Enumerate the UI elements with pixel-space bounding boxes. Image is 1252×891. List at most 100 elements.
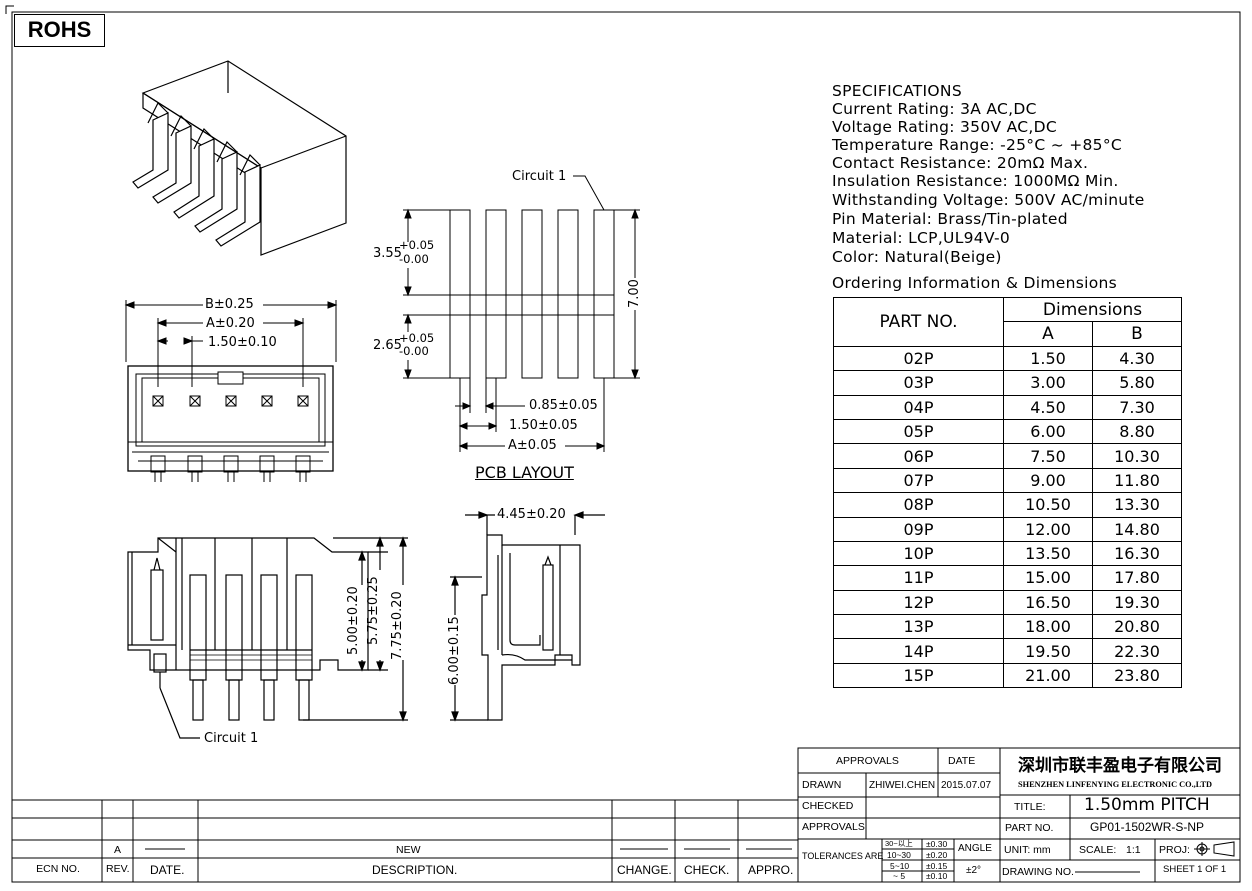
- approvals-header: APPROVALS: [836, 755, 899, 767]
- tol-range: ~ 5: [893, 871, 906, 881]
- drawn-label: DRAWN: [802, 779, 842, 791]
- drawing-no-label: DRAWING NO.: [1002, 866, 1074, 878]
- dim-700-label: 7.00: [627, 279, 642, 308]
- cell-a: 18.00: [1003, 614, 1093, 640]
- cell-b: 13.30: [1092, 492, 1182, 518]
- company-name-cn: 深圳市联丰盈电子有限公司: [1018, 756, 1222, 776]
- dim-265-tol-dn: -0.00: [399, 344, 429, 358]
- cell-b: 23.80: [1092, 662, 1182, 689]
- dim-355-tol-dn: -0.00: [399, 252, 429, 266]
- circuit1-bottom-label: Circuit 1: [204, 731, 259, 746]
- tol-value: ±0.10: [926, 871, 948, 881]
- cell-part: 08P: [833, 492, 1004, 518]
- spec-line: Voltage Rating: 350V AC,DC: [832, 118, 1057, 136]
- tol-range: 10~30: [887, 850, 911, 860]
- checked-label: CHECKED: [802, 800, 854, 812]
- part-no-header: PART NO.: [833, 297, 1004, 347]
- tol-value: ±0.30: [926, 839, 948, 849]
- cell-b: 14.80: [1092, 516, 1182, 542]
- rev-value: A: [114, 844, 122, 856]
- side-view: [450, 511, 605, 722]
- spec-line: Material: LCP,UL94V-0: [832, 229, 1011, 247]
- pcb-layout-title: PCB LAYOUT: [475, 463, 574, 482]
- title-value: 1.50mm PITCH: [1084, 795, 1210, 815]
- spec-line: Withstanding Voltage: 500V AC/minute: [832, 191, 1145, 209]
- cell-b: 11.80: [1092, 467, 1182, 494]
- part-no-value: GP01-1502WR-S-NP: [1090, 820, 1205, 834]
- tol-range: 30~以上: [885, 839, 913, 848]
- cell-part: 09P: [833, 516, 1004, 542]
- new-label: NEW: [396, 844, 421, 856]
- cell-a: 19.50: [1003, 638, 1093, 664]
- date-header: DATE: [948, 755, 976, 767]
- cell-part: 04P: [833, 394, 1004, 420]
- cell-part: 05P: [833, 418, 1004, 445]
- spec-line: Current Rating: 3A AC,DC: [832, 100, 1037, 118]
- dim-775-label: 7.75±0.20: [390, 591, 405, 660]
- cell-part: 03P: [833, 370, 1004, 396]
- dim-500-label: 5.00±0.20: [346, 586, 361, 655]
- spec-line: Temperature Range: -25°C ~ +85°C: [832, 136, 1122, 154]
- ordering-title: Ordering Information & Dimensions: [832, 274, 1117, 292]
- company-name-en: SHENZHEN LINFENYING ELECTRONIC CO.,LTD: [1018, 780, 1213, 789]
- angle-tol: ±2°: [966, 865, 982, 876]
- dim-085-label: 0.85±0.05: [529, 398, 598, 413]
- cell-b: 5.80: [1092, 370, 1182, 396]
- spec-line: Contact Resistance: 20mΩ Max.: [832, 154, 1089, 172]
- drawn-by: ZHIWEI.CHEN: [869, 780, 936, 791]
- approvals-row-label: APPROVALS: [802, 821, 865, 833]
- pcb-layout-view: [403, 175, 640, 452]
- cell-part: 02P: [833, 345, 1004, 372]
- cell-part: 07P: [833, 467, 1004, 494]
- tol-value: ±0.15: [926, 861, 948, 871]
- scale-label: SCALE:: [1079, 844, 1117, 856]
- cell-b: 7.30: [1092, 394, 1182, 420]
- dimensions-header: Dimensions: [1003, 296, 1182, 323]
- check-label: CHECK.: [684, 863, 730, 877]
- scale-value: 1:1: [1126, 844, 1141, 856]
- cell-part: 11P: [833, 565, 1004, 591]
- cell-part: 13P: [833, 614, 1004, 640]
- col-b-header: B: [1092, 321, 1182, 347]
- cell-b: 16.30: [1092, 540, 1182, 567]
- cell-a: 4.50: [1003, 394, 1093, 420]
- cell-a: 12.00: [1003, 516, 1093, 542]
- isometric-view: [132, 60, 347, 256]
- cell-part: 12P: [833, 589, 1004, 616]
- dim-150-label: 1.50±0.05: [509, 418, 578, 433]
- front-view: [127, 536, 408, 739]
- dim-575-label: 5.75±0.25: [366, 576, 381, 645]
- tol-value: ±0.20: [926, 850, 948, 860]
- cell-b: 4.30: [1092, 345, 1182, 372]
- dim-a-label: A±0.20: [206, 316, 255, 331]
- dim-a005-label: A±0.05: [508, 438, 557, 453]
- spec-title: SPECIFICATIONS: [832, 82, 962, 100]
- cell-part: 14P: [833, 638, 1004, 664]
- sheet-label: SHEET 1 OF 1: [1163, 864, 1227, 875]
- top-view: [124, 300, 338, 482]
- cell-a: 10.50: [1003, 492, 1093, 518]
- appro-label: APPRO.: [748, 863, 794, 877]
- cell-part: 06P: [833, 443, 1004, 469]
- cell-b: 20.80: [1092, 614, 1182, 640]
- circuit1-top-label: Circuit 1: [512, 169, 567, 184]
- drawn-date: 2015.07.07: [941, 780, 992, 791]
- cell-a: 13.50: [1003, 540, 1093, 567]
- cell-a: 9.00: [1003, 467, 1093, 494]
- cell-a: 21.00: [1003, 662, 1093, 689]
- spec-line: Insulation Resistance: 1000MΩ Min.: [832, 172, 1119, 190]
- proj-label: PROJ:: [1159, 844, 1190, 856]
- cell-b: 19.30: [1092, 589, 1182, 616]
- date-label: DATE.: [150, 863, 185, 877]
